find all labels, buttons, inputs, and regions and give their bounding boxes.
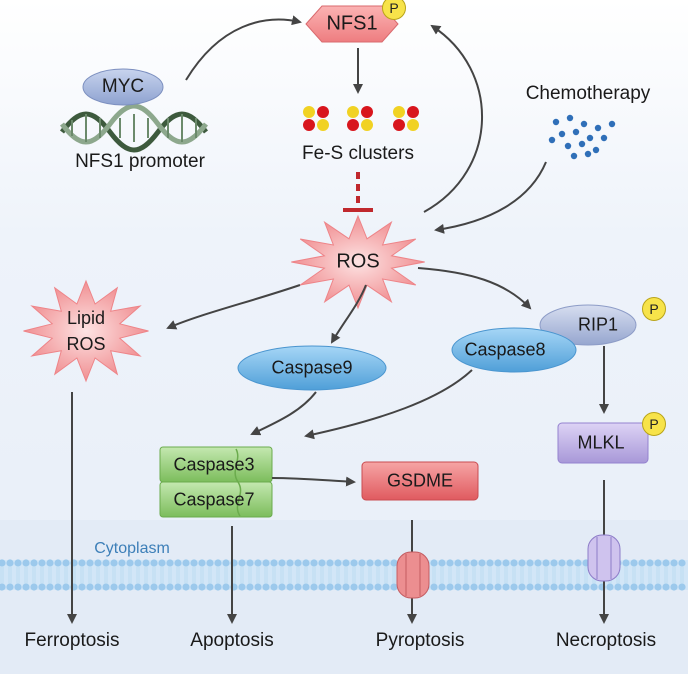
inhibition-mark bbox=[343, 172, 373, 212]
arrow-ros-to-nfs1 bbox=[423, 24, 483, 213]
nfs1-promoter-label: NFS1 promoter bbox=[75, 151, 205, 172]
arrow-caspase8-to-caspase3 bbox=[304, 369, 473, 440]
gsdme-label: GSDME bbox=[386, 470, 454, 491]
fe-s-clusters-icon bbox=[303, 106, 419, 131]
pyroptosis-label: Pyroptosis bbox=[375, 630, 465, 651]
caspase7-box bbox=[159, 481, 273, 518]
cytoplasm-label: Cytoplasm bbox=[94, 540, 170, 557]
myc-label: MYC bbox=[101, 76, 145, 97]
chemotherapy-label: Chemotherapy bbox=[525, 83, 651, 104]
arrow-caspase9-to-caspase3 bbox=[250, 391, 317, 436]
chemotherapy-drug-icon bbox=[548, 114, 616, 160]
dna-helix-icon bbox=[60, 103, 208, 153]
myc-ellipse bbox=[82, 68, 164, 106]
arrow-ros-to-caspase8 bbox=[417, 267, 532, 310]
caspase7-label: Caspase7 bbox=[173, 489, 255, 510]
lipid-ros-label: Lipid ROS bbox=[66, 308, 106, 354]
caspase9-label: Caspase9 bbox=[271, 357, 353, 378]
rip1-label: RIP1 bbox=[577, 314, 619, 335]
cell-membrane bbox=[0, 559, 688, 591]
caspase8-ellipse bbox=[451, 327, 577, 373]
phospho-badge-mlkl: P bbox=[642, 412, 666, 436]
caspase8-label: Caspase8 bbox=[464, 339, 546, 360]
mlkl-box bbox=[557, 422, 649, 464]
fe-s-clusters-label: Fe-S clusters bbox=[302, 143, 414, 164]
ros-burst bbox=[291, 214, 425, 310]
mlkl-label: MLKL bbox=[577, 432, 625, 453]
lipid-ros-burst bbox=[23, 279, 149, 383]
apoptosis-label: Apoptosis bbox=[190, 630, 274, 651]
mlkl-pore-icon bbox=[587, 534, 621, 582]
arrow-chemo-to-ros bbox=[434, 161, 547, 234]
nfs1-label: NFS1 bbox=[326, 12, 378, 35]
ros-label: ROS bbox=[336, 250, 380, 273]
arrow-caspase3-to-gsdme bbox=[271, 476, 356, 487]
necroptosis-label: Necroptosis bbox=[555, 630, 657, 651]
caspase3-label: Caspase3 bbox=[173, 454, 255, 475]
phospho-badge-nfs1: P bbox=[382, 0, 406, 20]
gsdme-box bbox=[361, 461, 479, 501]
arrow-ros-to-caspase9 bbox=[330, 284, 367, 344]
ferroptosis-label: Ferroptosis bbox=[24, 630, 120, 651]
arrow-promoter-to-nfs1 bbox=[185, 15, 302, 81]
arrow-ros-to-lipid-ros bbox=[166, 284, 301, 330]
gsdme-pore-icon bbox=[396, 551, 430, 599]
caspase9-ellipse bbox=[237, 345, 387, 391]
rip1-ellipse bbox=[539, 304, 637, 346]
nfs1-shape bbox=[305, 5, 399, 43]
phospho-badge-rip1: P bbox=[642, 297, 666, 321]
